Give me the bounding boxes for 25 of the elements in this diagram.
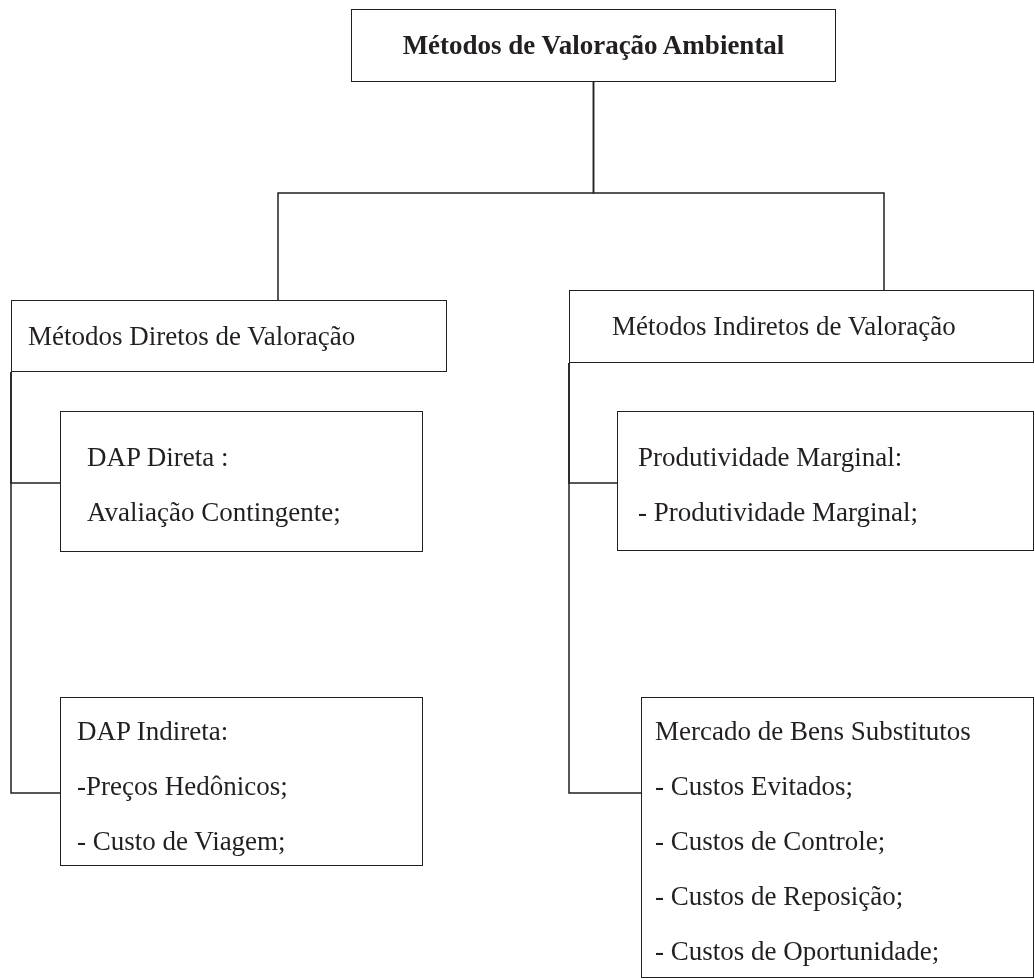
connector-line <box>568 362 642 794</box>
list-item: - Produtividade Marginal; <box>638 496 918 529</box>
box-heading: DAP Indireta: <box>77 715 229 748</box>
method-box <box>617 411 1034 551</box>
list-item: - Custos Evitados; <box>655 770 853 803</box>
method-box <box>60 411 423 552</box>
list-item: - Custos de Oportunidade; <box>655 935 940 968</box>
list-item: Avaliação Contingente; <box>87 496 341 529</box>
list-item: - Custo de Viagem; <box>77 825 286 858</box>
root-label: Métodos de Valoração Ambiental <box>402 30 785 61</box>
category-box <box>11 300 447 372</box>
box-heading: DAP Direta : <box>87 441 229 474</box>
list-item: - Custos de Controle; <box>655 825 886 858</box>
list-item: -Preços Hedônicos; <box>77 770 288 803</box>
title-box <box>351 9 836 82</box>
box-heading: Métodos Indiretos de Valoração <box>612 310 956 343</box>
category-box <box>569 290 1034 363</box>
list-item: - Custos de Reposição; <box>655 880 904 913</box>
connector-line <box>592 81 885 291</box>
box-heading: Produtividade Marginal: <box>638 441 903 474</box>
box-heading: Métodos Diretos de Valoração <box>28 319 356 353</box>
method-box <box>60 697 423 866</box>
method-box <box>641 697 1034 978</box>
connector-line <box>10 371 61 794</box>
box-heading: Mercado de Bens Substitutos <box>655 715 971 748</box>
